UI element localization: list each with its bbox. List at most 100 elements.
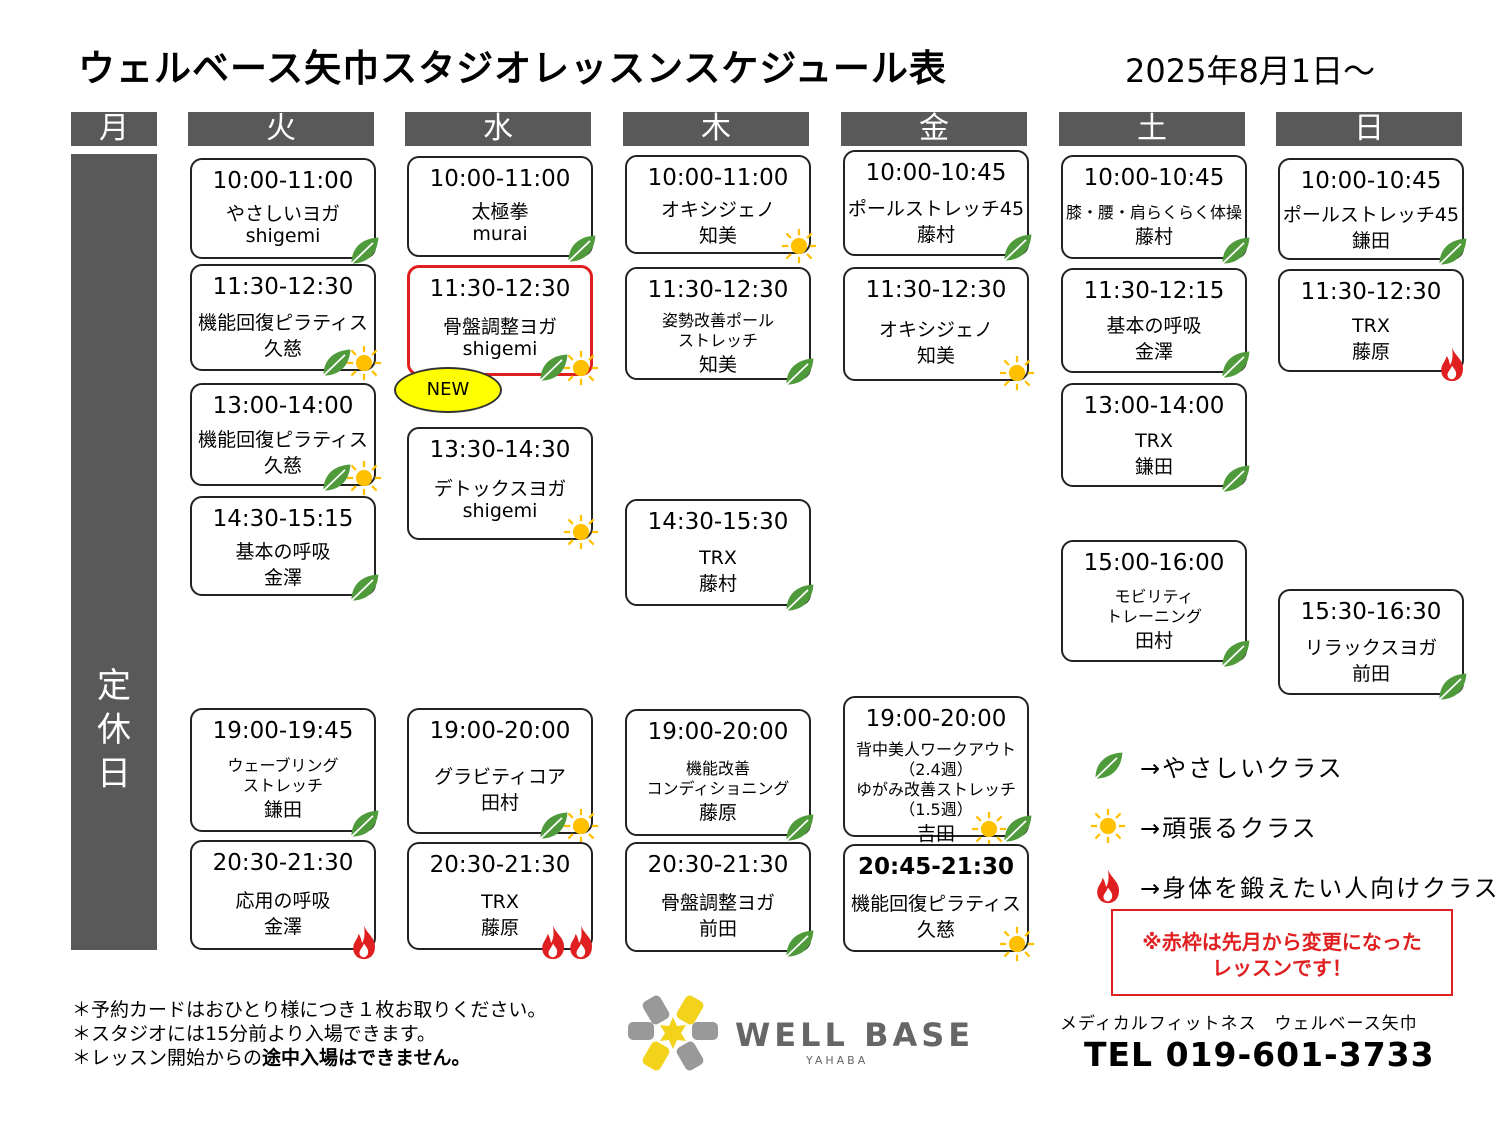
- lesson-time: 19:00-20:00: [647, 719, 789, 745]
- lesson-name: 応用の呼吸: [235, 889, 331, 912]
- lesson-time: 10:00-10:45: [865, 160, 1007, 186]
- lesson-name: 骨盤調整ヨガ: [660, 891, 775, 914]
- leaf-icon: [1090, 748, 1126, 784]
- flame-icon: [1090, 868, 1126, 904]
- flame-icon: [346, 924, 382, 960]
- lesson-time: 11:30-12:30: [1300, 279, 1442, 305]
- lesson-instructor: 知美: [698, 354, 737, 376]
- lesson-time: 20:45-21:30: [858, 854, 1014, 880]
- lesson-name: TRX: [1135, 429, 1173, 452]
- day-header-5: 土: [1059, 112, 1245, 146]
- lesson-instructor: 金澤: [1134, 341, 1173, 363]
- lesson-name: 骨盤調整ヨガ: [442, 316, 557, 338]
- lesson-instructor: shigemi: [462, 338, 538, 360]
- lesson-name: ウェーブリング ストレッチ: [227, 756, 339, 795]
- day-header-2: 水: [405, 112, 591, 146]
- lesson-time: 11:30-12:30: [647, 277, 789, 303]
- legend-item: →身体を鍛えたい人向けクラス: [1090, 868, 1500, 904]
- note-line3-bold: 途中入場はできません。: [262, 1047, 471, 1069]
- sun-icon: [1090, 808, 1126, 844]
- lesson-time: 10:00-11:00: [647, 165, 789, 191]
- lesson-instructor: 久慈: [263, 455, 302, 477]
- closed-label: 定休日: [97, 666, 131, 794]
- lesson-instructor: 藤原: [698, 801, 737, 824]
- day-header-3: 木: [623, 112, 809, 146]
- leaf-icon: [1217, 636, 1253, 672]
- lesson-instructor: 藤村: [698, 573, 737, 595]
- lesson-instructor: shigemi: [245, 225, 321, 247]
- leaf-icon: [346, 806, 382, 842]
- leaf-icon: [999, 230, 1035, 266]
- lesson-instructor: 金澤: [263, 566, 302, 589]
- lesson-time: 10:00-11:00: [212, 168, 354, 194]
- lesson-time: 11:30-12:30: [429, 276, 571, 302]
- note-line2: ＊スタジオには15分前より入場できます。: [72, 1023, 436, 1045]
- lesson-instructor: 前田: [1351, 662, 1390, 685]
- leaf-icon: [1217, 347, 1253, 383]
- leaf-icon: [781, 810, 817, 846]
- change-note-line1: ※赤枠は先月から変更になった: [1142, 930, 1422, 954]
- lesson-time: 15:00-16:00: [1083, 550, 1225, 576]
- lesson-time: 10:00-10:45: [1300, 168, 1442, 194]
- day-header-0: 月: [71, 112, 157, 146]
- lesson-instructor: 田村: [480, 791, 519, 814]
- lesson-time: 13:00-14:00: [1083, 393, 1225, 419]
- lesson-time: 11:30-12:15: [1083, 278, 1225, 304]
- day-header-4: 金: [841, 112, 1027, 146]
- lesson-instructor: 前田: [698, 917, 737, 940]
- lesson-time: 11:30-12:30: [212, 274, 354, 300]
- lesson-instructor: 田村: [1134, 630, 1173, 652]
- lesson-card: 20:30-21:30 骨盤調整ヨガ前田: [625, 842, 811, 952]
- flame-icon: [563, 924, 599, 960]
- leaf-icon: [999, 811, 1035, 847]
- sun-icon: [781, 228, 817, 264]
- lesson-name: 太極拳: [471, 201, 529, 223]
- leaf-icon: [346, 233, 382, 269]
- lesson-name: 機能改善 コンディショニング: [646, 758, 790, 798]
- lesson-time: 15:30-16:30: [1300, 599, 1442, 625]
- note-line1: ＊予約カードはおひとり様につき１枚お取りください。: [72, 999, 547, 1021]
- lesson-time: 20:30-21:30: [429, 852, 571, 878]
- leaf-icon: [563, 231, 599, 267]
- legend-label: →頑張るクラス: [1140, 814, 1318, 843]
- lesson-name: オキシジェノ: [878, 318, 993, 341]
- day-header-6: 日: [1276, 112, 1462, 146]
- lesson-instructor: murai: [472, 223, 528, 245]
- sun-icon: [346, 460, 382, 496]
- lesson-time: 13:00-14:00: [212, 393, 354, 419]
- sun-icon: [563, 350, 599, 386]
- sun-icon: [563, 514, 599, 550]
- lesson-time: 20:30-21:30: [212, 850, 354, 876]
- note-line3-prefix: ＊レッスン開始からの: [72, 1047, 263, 1069]
- lesson-instructor: shigemi: [462, 500, 538, 522]
- lesson-time: 19:00-20:00: [429, 718, 571, 744]
- lesson-instructor: 吉田: [916, 823, 955, 845]
- leaf-icon: [1217, 233, 1253, 269]
- sun-icon: [563, 808, 599, 844]
- logo-subtext: YAHABA: [806, 1054, 869, 1067]
- leaf-icon: [346, 570, 382, 606]
- lesson-instructor: 藤村: [916, 223, 955, 246]
- lesson-time: 11:30-12:30: [865, 277, 1007, 303]
- lesson-time: 20:30-21:30: [647, 852, 789, 878]
- lesson-instructor: 藤原: [1351, 341, 1390, 363]
- lesson-time: 14:30-15:30: [647, 509, 789, 535]
- company-name: メディカルフィットネス ウェルベース矢巾: [1060, 1014, 1418, 1034]
